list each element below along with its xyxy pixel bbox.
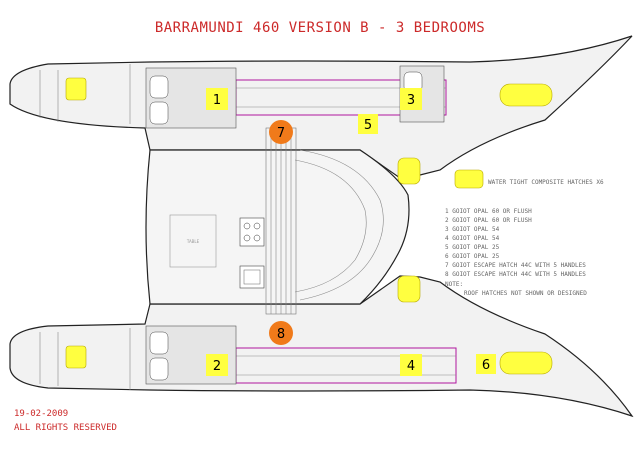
diagram-title: BARRAMUNDI 460 VERSION B - 3 BEDROOMS xyxy=(155,20,485,36)
hatch-label-4: 4 xyxy=(407,359,415,374)
hatch-marker-4 xyxy=(400,354,422,376)
side-hatch-upper xyxy=(397,157,421,185)
legend-item-1: 1 GOIOT OPAL 60 OR FLUSH xyxy=(445,208,532,215)
bow-hatch-upper xyxy=(65,77,87,101)
sink xyxy=(239,265,265,289)
aft-hatch-lower xyxy=(499,351,553,375)
legend-item-2: 2 GOIOT OPAL 60 OR FLUSH xyxy=(445,217,532,224)
side-hatch-lower xyxy=(397,275,421,303)
aft-hatch-upper xyxy=(499,83,553,107)
legend-note-label: NOTE: xyxy=(445,281,463,288)
escape-hatch-marker-7 xyxy=(269,120,293,144)
burner-2 xyxy=(253,222,261,230)
legend-item-3: 3 GOIOT OPAL 54 xyxy=(445,226,500,233)
hatch-label-7: 7 xyxy=(277,126,285,141)
saloon-curve xyxy=(299,149,384,301)
saloon-outline xyxy=(145,149,410,305)
legend-item-5: 5 GOIOT OPAL 25 xyxy=(445,244,500,251)
footer-date: 19-02-2009 xyxy=(14,409,68,419)
toilet-lower-2 xyxy=(149,357,169,381)
cooktop xyxy=(239,217,265,247)
hatch-marker-1 xyxy=(206,88,228,110)
toilet-upper xyxy=(149,75,169,99)
burner-1 xyxy=(243,222,251,230)
burner-3 xyxy=(243,234,251,242)
legend-hatch-sample xyxy=(454,169,484,189)
toilet-lower xyxy=(149,331,169,355)
hatch-marker-3 xyxy=(400,88,422,110)
hatch-label-8: 8 xyxy=(277,327,285,342)
hatch-label-3: 3 xyxy=(407,93,415,108)
sink-basin xyxy=(243,269,261,285)
hatch-label-2: 2 xyxy=(213,359,221,374)
hatch-marker-2 xyxy=(206,354,228,376)
legend-note-text: ROOF HATCHES NOT SHOWN OR DESIGNED xyxy=(464,290,587,297)
burner-4 xyxy=(253,234,261,242)
hatch-label-1: 1 xyxy=(213,93,221,108)
table-label: TABLE xyxy=(186,239,200,244)
saloon-curve-inner xyxy=(294,159,367,293)
hatch-label-6: 6 xyxy=(482,358,490,373)
saloon-table xyxy=(169,214,217,268)
legend-item-8: 8 GOIOT ESCAPE HATCH 44C WITH 5 HANDLES xyxy=(445,271,586,278)
hatch-marker-6 xyxy=(476,354,496,374)
footer-rights: ALL RIGHTS RESERVED xyxy=(14,423,117,433)
legend-item-6: 6 GOIOT OPAL 25 xyxy=(445,253,500,260)
toilet-upper-2 xyxy=(149,101,169,125)
escape-hatch-marker-8 xyxy=(269,321,293,345)
bow-hatch-lower xyxy=(65,345,87,369)
legend-item-7: 7 GOIOT ESCAPE HATCH 44C WITH 5 HANDLES xyxy=(445,262,586,269)
legend-item-4: 4 GOIOT OPAL 54 xyxy=(445,235,500,242)
hatch-label-5: 5 xyxy=(364,118,372,133)
hatch-marker-5 xyxy=(358,114,378,134)
legend-header: WATER TIGHT COMPOSITE HATCHES X6 xyxy=(488,179,604,186)
